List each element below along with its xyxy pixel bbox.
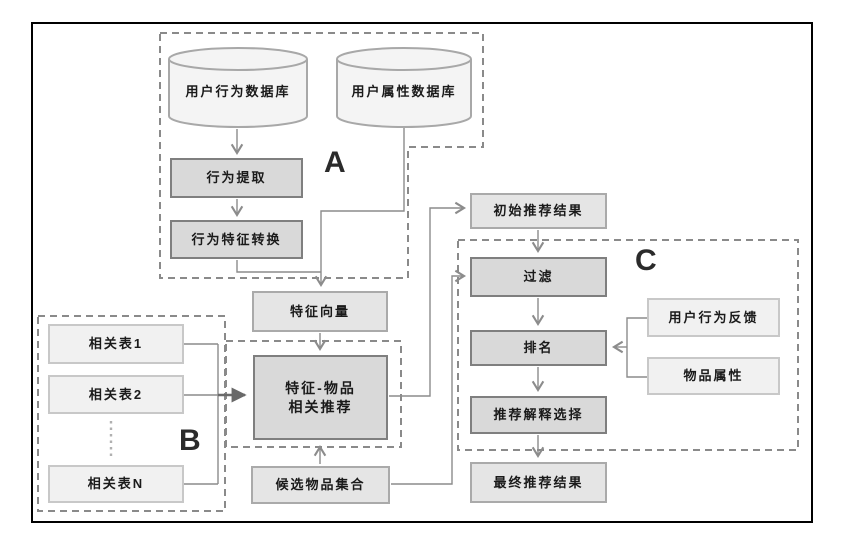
node-explain-select: 推荐解释选择 [470, 396, 607, 434]
node-behavior-transform: 行为特征转换 [170, 220, 303, 259]
section-a-dashed-border [159, 32, 484, 279]
section-b-dashed-border [37, 315, 226, 512]
node-related-table-1: 相关表1 [48, 324, 184, 364]
node-feature-vector: 特征向量 [252, 291, 388, 332]
node-related-table-n: 相关表N [48, 465, 184, 503]
feature-item-text: 特征-物品 相关推荐 [285, 379, 356, 417]
node-candidate-set: 候选物品集合 [251, 466, 390, 504]
behavior-db-cylinder [168, 47, 308, 128]
line-feedback-bracket [626, 317, 647, 378]
node-item-attribute: 物品属性 [647, 357, 780, 395]
feature-item-line1: 特征-物品 [285, 379, 356, 396]
section-c-label: C [635, 244, 657, 277]
line-transform-to-junction [236, 260, 321, 273]
node-related-table-2: 相关表2 [48, 375, 184, 414]
attribute-db-label: 用户属性数据库 [351, 84, 457, 99]
node-ranking: 排名 [470, 330, 607, 366]
behavior-db-label: 用户行为数据库 [185, 84, 291, 99]
node-final-result: 最终推荐结果 [470, 462, 607, 503]
feature-item-line2: 相关推荐 [288, 398, 353, 415]
node-filter: 过滤 [470, 257, 607, 297]
arrow-featureitem-to-initialresult [389, 201, 467, 397]
section-a-label: A [324, 146, 346, 179]
attribute-db-cylinder [336, 47, 472, 128]
section-b-label: B [179, 424, 201, 457]
outer-frame [31, 22, 813, 523]
node-feature-item-recommend: 特征-物品 相关推荐 [253, 355, 388, 440]
arrow-candidateset-to-filter [391, 269, 467, 485]
node-behavior-feedback: 用户行为反馈 [647, 298, 780, 337]
node-behavior-extract: 行为提取 [170, 158, 303, 198]
node-initial-result: 初始推荐结果 [470, 193, 607, 229]
section-c-dashed-border [457, 239, 799, 451]
lines-relatedtables-junction [184, 343, 219, 485]
arrow-attributedb-to-featurevector [314, 128, 405, 288]
